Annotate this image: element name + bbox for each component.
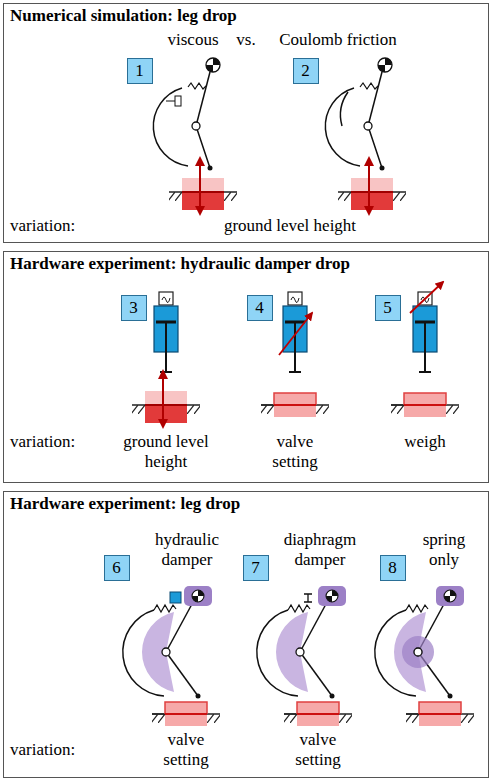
callout-box: 3 (121, 295, 147, 321)
callout-number: 1 (135, 61, 144, 80)
annotation-label: valve setting (286, 730, 350, 769)
callout-box: 4 (247, 295, 273, 321)
annotation-label: valve setting (263, 432, 327, 471)
callout-number: 7 (251, 558, 260, 577)
annotation-label: diaphragm damper (274, 530, 366, 569)
callout-box: 8 (380, 555, 406, 581)
annotation-label: ground level height (180, 216, 400, 236)
panel-box: Hardware experiment: leg drop 6 7 8 (3, 491, 489, 778)
callout-box: 1 (127, 58, 153, 84)
annotation-label: vs. (226, 30, 266, 50)
annotation-label: variation: (10, 432, 100, 452)
callout-number: 3 (129, 298, 138, 317)
annotation-label: hydraulic damper (144, 530, 230, 569)
annotation-label: weigh (385, 432, 465, 452)
callout-number: 6 (112, 558, 121, 577)
annotation-label: spring only (412, 530, 476, 569)
callout-box: 7 (243, 555, 269, 581)
annotation-label: ground level height (111, 432, 221, 471)
callout-number: 8 (388, 558, 397, 577)
annotation-label: variation: (10, 216, 100, 236)
callout-number: 5 (383, 298, 392, 317)
annotation-label: Coulomb friction (263, 30, 413, 50)
annotation-label: variation: (10, 740, 100, 760)
annotation-label: viscous (153, 30, 233, 50)
callout-box: 2 (293, 58, 319, 84)
panel-heading: Hardware experiment: hydraulic damper dr… (10, 254, 350, 274)
panel-heading: Numerical simulation: leg drop (10, 6, 237, 26)
callout-number: 4 (255, 298, 264, 317)
callout-number: 2 (301, 61, 310, 80)
callout-box: 5 (375, 295, 401, 321)
callout-box: 6 (104, 555, 130, 581)
annotation-label: valve setting (154, 730, 218, 769)
panel-heading: Hardware experiment: leg drop (10, 494, 240, 514)
